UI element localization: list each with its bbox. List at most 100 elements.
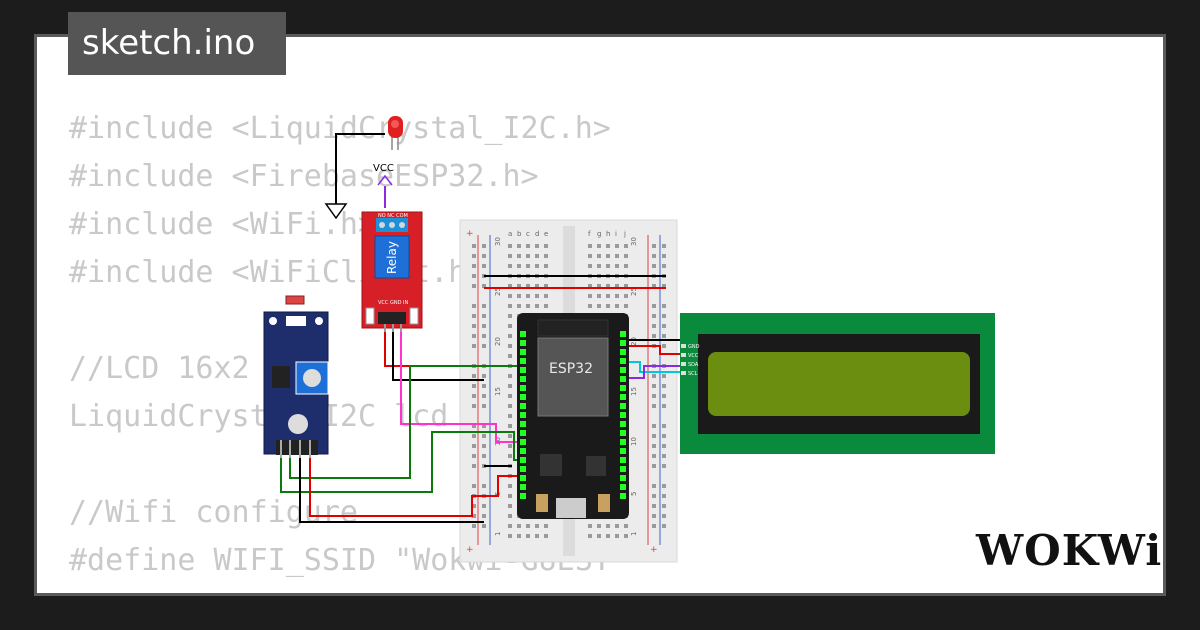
breadboard-hole[interactable] — [662, 464, 666, 468]
breadboard-hole[interactable] — [508, 374, 512, 378]
breadboard-hole[interactable] — [508, 494, 512, 498]
breadboard-hole[interactable] — [508, 394, 512, 398]
breadboard-hole[interactable] — [544, 264, 548, 268]
breadboard-hole[interactable] — [482, 324, 486, 328]
breadboard-hole[interactable] — [615, 254, 619, 258]
esp32-pin[interactable] — [620, 376, 626, 382]
breadboard-hole[interactable] — [535, 254, 539, 258]
wire-purple[interactable] — [625, 365, 684, 379]
breadboard-hole[interactable] — [652, 494, 656, 498]
breadboard-hole[interactable] — [535, 244, 539, 248]
breadboard-hole[interactable] — [588, 284, 592, 288]
breadboard-hole[interactable] — [652, 404, 656, 408]
wire-black[interactable] — [299, 455, 484, 523]
breadboard-hole[interactable] — [472, 454, 476, 458]
esp32-pin[interactable] — [620, 439, 626, 445]
esp32-pin[interactable] — [620, 358, 626, 364]
breadboard-hole[interactable] — [482, 314, 486, 318]
esp32-pin[interactable] — [520, 457, 526, 463]
breadboard-hole[interactable] — [472, 324, 476, 328]
breadboard-hole[interactable] — [508, 504, 512, 508]
breadboard-hole[interactable] — [652, 374, 656, 378]
breadboard-hole[interactable] — [535, 524, 539, 528]
breadboard-hole[interactable] — [652, 454, 656, 458]
file-tab[interactable]: sketch.ino — [68, 12, 286, 75]
wire-magenta[interactable] — [400, 328, 524, 443]
breadboard-hole[interactable] — [472, 254, 476, 258]
breadboard-hole[interactable] — [482, 394, 486, 398]
breadboard-hole[interactable] — [652, 394, 656, 398]
breadboard-hole[interactable] — [662, 254, 666, 258]
breadboard-hole[interactable] — [482, 484, 486, 488]
breadboard-hole[interactable] — [606, 254, 610, 258]
breadboard-hole[interactable] — [662, 504, 666, 508]
breadboard-hole[interactable] — [662, 424, 666, 428]
breadboard-hole[interactable] — [472, 404, 476, 408]
breadboard-hole[interactable] — [482, 374, 486, 378]
breadboard-hole[interactable] — [508, 514, 512, 518]
breadboard-hole[interactable] — [662, 344, 666, 348]
breadboard-hole[interactable] — [508, 254, 512, 258]
breadboard-hole[interactable] — [472, 304, 476, 308]
esp32-pin[interactable] — [520, 403, 526, 409]
esp32-pin[interactable] — [520, 376, 526, 382]
breadboard-hole[interactable] — [662, 284, 666, 288]
esp32-pin[interactable] — [620, 466, 626, 472]
breadboard-hole[interactable] — [588, 264, 592, 268]
breadboard-hole[interactable] — [624, 264, 628, 268]
breadboard-hole[interactable] — [662, 374, 666, 378]
breadboard-hole[interactable] — [652, 284, 656, 288]
esp32-pin[interactable] — [520, 367, 526, 373]
breadboard-hole[interactable] — [472, 484, 476, 488]
breadboard-hole[interactable] — [508, 524, 512, 528]
breadboard-hole[interactable] — [662, 484, 666, 488]
breadboard-hole[interactable] — [588, 294, 592, 298]
wire-green[interactable] — [280, 431, 524, 493]
breadboard-hole[interactable] — [652, 314, 656, 318]
esp32-pin[interactable] — [620, 331, 626, 337]
breadboard-hole[interactable] — [482, 284, 486, 288]
breadboard-hole[interactable] — [472, 344, 476, 348]
esp32-pin[interactable] — [620, 457, 626, 463]
breadboard-hole[interactable] — [526, 244, 530, 248]
breadboard-hole[interactable] — [482, 504, 486, 508]
breadboard-hole[interactable] — [508, 354, 512, 358]
wire-cyan[interactable] — [625, 361, 684, 373]
breadboard-hole[interactable] — [508, 534, 512, 538]
esp32-pin[interactable] — [520, 412, 526, 418]
esp32-pin[interactable] — [520, 331, 526, 337]
breadboard-hole[interactable] — [662, 514, 666, 518]
breadboard-hole[interactable] — [482, 524, 486, 528]
breadboard-hole[interactable] — [662, 444, 666, 448]
esp32-pin[interactable] — [620, 403, 626, 409]
breadboard-hole[interactable] — [652, 424, 656, 428]
breadboard-hole[interactable] — [662, 244, 666, 248]
esp32-pin[interactable] — [520, 340, 526, 346]
breadboard-hole[interactable] — [652, 304, 656, 308]
breadboard-hole[interactable] — [508, 444, 512, 448]
breadboard-hole[interactable] — [597, 304, 601, 308]
esp32-pin[interactable] — [520, 430, 526, 436]
breadboard-hole[interactable] — [588, 524, 592, 528]
breadboard-hole[interactable] — [606, 534, 610, 538]
breadboard-hole[interactable] — [517, 284, 521, 288]
breadboard-hole[interactable] — [662, 454, 666, 458]
breadboard-hole[interactable] — [615, 304, 619, 308]
breadboard-hole[interactable] — [544, 304, 548, 308]
breadboard-hole[interactable] — [482, 254, 486, 258]
breadboard-hole[interactable] — [482, 304, 486, 308]
breadboard-hole[interactable] — [662, 314, 666, 318]
breadboard-hole[interactable] — [472, 434, 476, 438]
breadboard-hole[interactable] — [652, 524, 656, 528]
breadboard-hole[interactable] — [482, 514, 486, 518]
breadboard-hole[interactable] — [472, 244, 476, 248]
breadboard-hole[interactable] — [535, 294, 539, 298]
lcd-pin[interactable] — [681, 353, 686, 357]
breadboard-hole[interactable] — [652, 334, 656, 338]
breadboard-hole[interactable] — [472, 284, 476, 288]
breadboard-hole[interactable] — [535, 534, 539, 538]
breadboard-hole[interactable] — [652, 504, 656, 508]
breadboard-hole[interactable] — [544, 294, 548, 298]
breadboard-hole[interactable] — [624, 524, 628, 528]
breadboard-hole[interactable] — [472, 314, 476, 318]
